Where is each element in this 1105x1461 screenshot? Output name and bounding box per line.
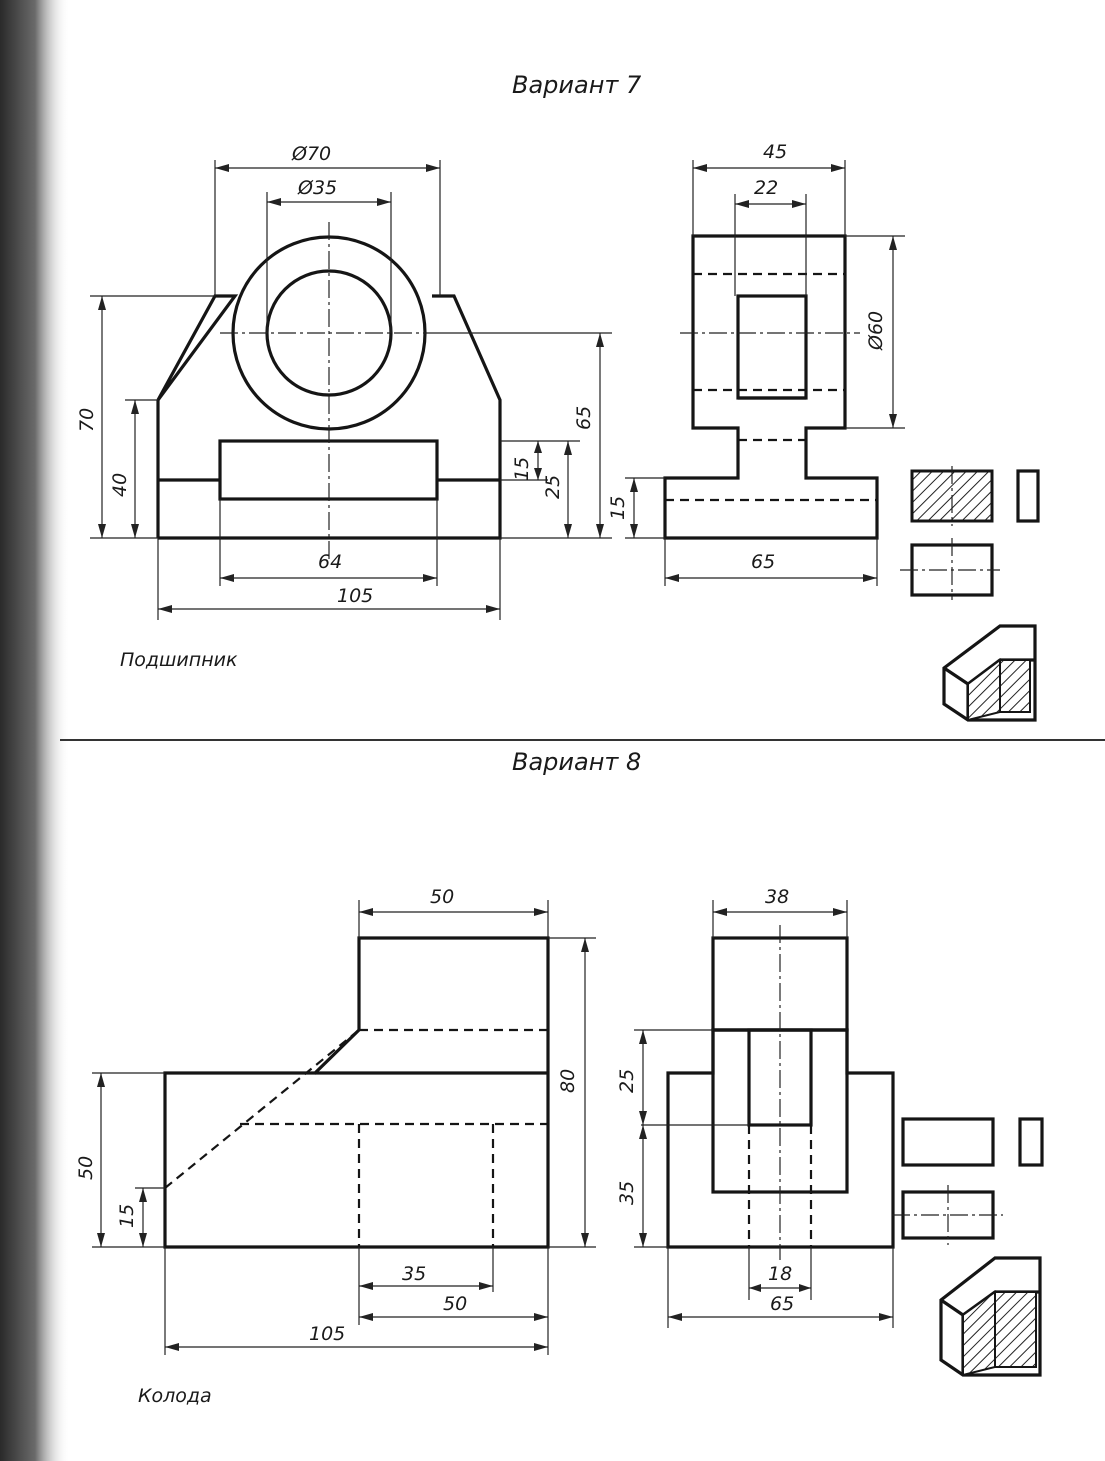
dim-h70: 70 [76, 408, 98, 432]
variant8-front-view: 50 50 15 80 35 [75, 886, 596, 1355]
dim-w105-v8: 105 [309, 1323, 345, 1345]
dim-w22: 22 [754, 177, 778, 199]
variant7-side-view: 45 22 Ø60 15 65 [607, 141, 905, 586]
dim-h25-v8: 25 [616, 1069, 638, 1093]
variant7-block: Вариант 7 Ø70 Ø35 [76, 71, 1040, 722]
dim-w50-top: 50 [430, 886, 454, 908]
variant8-side-view: 38 25 35 18 65 [616, 886, 895, 1328]
variant7-caption: Подшипник [120, 649, 238, 671]
dim-w18: 18 [768, 1263, 792, 1285]
dim-w105: 105 [337, 585, 373, 607]
dim-h35-v8: 35 [616, 1181, 638, 1205]
dim-h25: 25 [542, 475, 564, 499]
dim-w45: 45 [763, 141, 787, 163]
variant8-block: Вариант 8 50 50 15 [75, 748, 1044, 1407]
dim-h15-v8: 15 [116, 1204, 138, 1228]
scan-edge-shadow [0, 0, 70, 1461]
variant8-title: Вариант 8 [512, 748, 641, 776]
dim-h50: 50 [75, 1156, 97, 1180]
variant7-front-view: Ø70 Ø35 70 40 65 [76, 143, 612, 620]
dim-w38: 38 [765, 886, 789, 908]
variant7-title: Вариант 7 [512, 71, 642, 99]
dim-h80: 80 [557, 1069, 579, 1093]
dim-w65-v8: 65 [770, 1293, 794, 1315]
dim-w35: 35 [402, 1263, 426, 1285]
variant8-thumbnails [892, 1117, 1044, 1377]
dim-h15: 15 [511, 457, 533, 481]
variant7-thumbnails [900, 466, 1040, 722]
dim-d60: Ø60 [865, 311, 887, 351]
dim-w64: 64 [318, 551, 342, 573]
dim-d70: Ø70 [291, 143, 331, 165]
dim-d35: Ø35 [297, 177, 337, 199]
dim-h65: 65 [573, 406, 595, 430]
dim-h40: 40 [109, 473, 131, 497]
variant8-caption: Колода [138, 1385, 212, 1407]
dim-side-h15: 15 [607, 496, 629, 520]
dim-side-w65: 65 [751, 551, 775, 573]
dim-w50-bot: 50 [443, 1293, 467, 1315]
